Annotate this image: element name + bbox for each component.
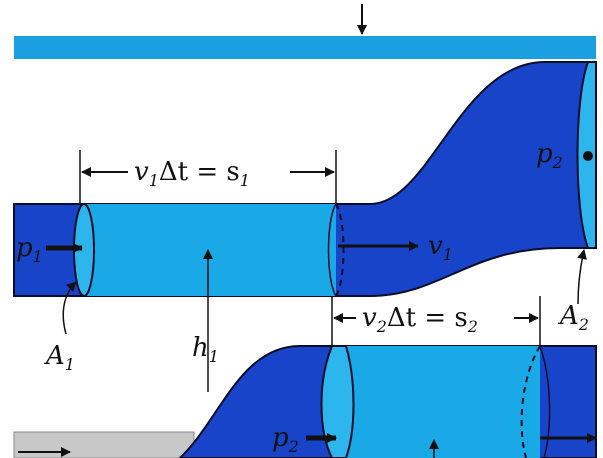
A1-pointer xyxy=(62,281,77,335)
p2-upper-label: p2 xyxy=(536,139,563,172)
ground xyxy=(13,431,195,458)
upper-slug-right-edge xyxy=(335,203,345,297)
lower-slug-right-dashed xyxy=(520,345,541,458)
p1-label: p1 xyxy=(16,233,43,266)
A2-pointer xyxy=(577,249,587,305)
lower-slug-left-front xyxy=(320,345,355,458)
p2-lower-label: p2 xyxy=(272,423,299,456)
top-bar xyxy=(14,36,596,59)
lower-slug-right-edge xyxy=(539,345,551,458)
s2-equation: v2Δt = s2 xyxy=(362,303,478,336)
p2-upper-dot xyxy=(583,151,593,161)
A2-label: A2 xyxy=(558,301,589,334)
upper-slug-right-front xyxy=(327,203,337,297)
lower-fluid-slug xyxy=(332,346,540,458)
A1-label: A1 xyxy=(44,341,75,374)
v1-label: v1 xyxy=(428,231,453,264)
h1-label: h1 xyxy=(192,333,219,366)
upper-fluid-slug xyxy=(84,204,336,296)
s1-equation: v1Δt = s1 xyxy=(134,157,250,190)
